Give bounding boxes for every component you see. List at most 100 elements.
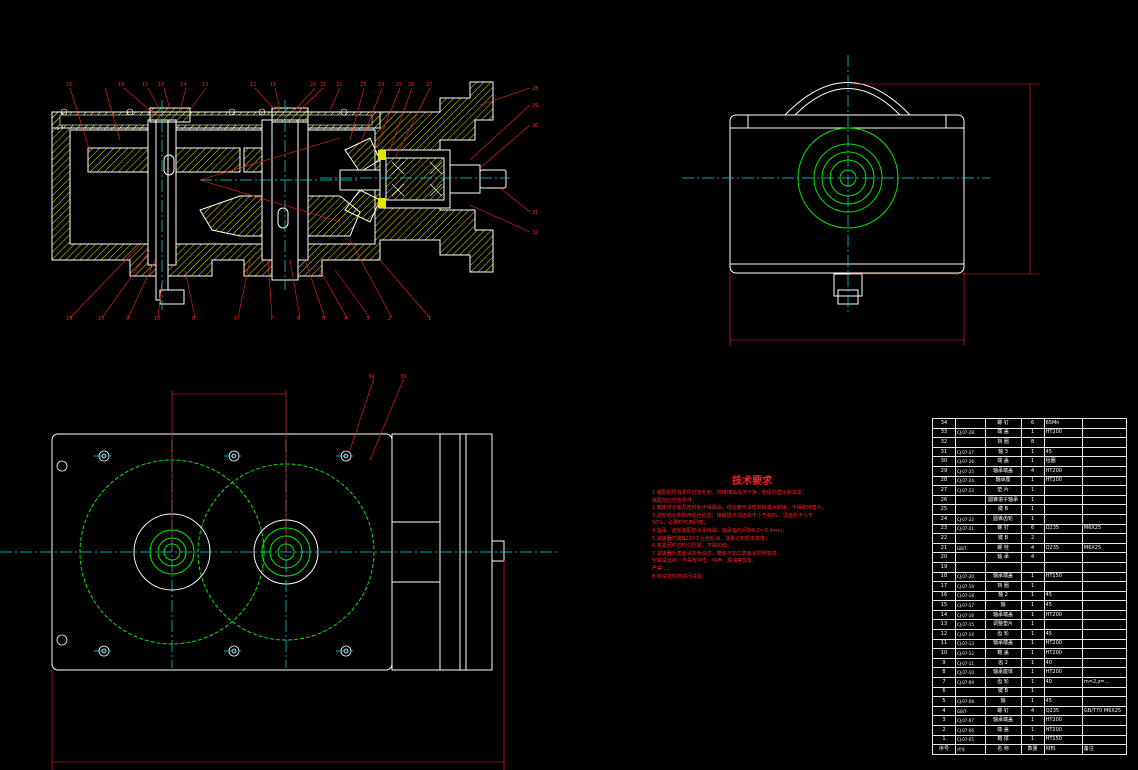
svg-text:28: 28 (532, 86, 538, 92)
bom-cell-no: 17 (932, 581, 956, 592)
bom-cell-qty: 1 (1020, 638, 1045, 650)
bom-cell-mat: 45 (1043, 696, 1083, 707)
bom-cell-code: GB/T- (954, 542, 986, 554)
bom-cell-mat (1043, 552, 1083, 563)
bom-cell-code: CJ-07-14 (954, 629, 986, 640)
svg-text:17: 17 (158, 82, 164, 88)
bom-cell-qty: 1 (1020, 629, 1045, 640)
bom-cell-qty: 1 (1020, 590, 1045, 602)
svg-text:18: 18 (118, 82, 124, 88)
bom-cell-mat: HT150 (1043, 734, 1083, 746)
bom-cell-note (1081, 648, 1128, 659)
bom-cell-qty: 1 (1020, 581, 1045, 592)
bom-cell-code (954, 504, 986, 515)
bom-cell-qty: 1 (1020, 446, 1045, 458)
bom-cell-qty: 4 (1020, 552, 1045, 563)
bom-cell-qty: 1 (1020, 696, 1045, 707)
bom-cell-name (984, 561, 1022, 573)
svg-text:13: 13 (202, 82, 208, 88)
bom-cell-note: M6X25 (1081, 542, 1128, 554)
bom-cell-name: 齿 轮 (984, 629, 1022, 640)
bom-cell-code: CJ-07-27 (954, 446, 986, 458)
bom-cell-no: 7 (932, 677, 956, 688)
bom-cell-mat: HT200 (1043, 667, 1083, 679)
bom-cell-no: 27 (932, 485, 956, 496)
bom-header-note: 备注 (1081, 744, 1128, 755)
bom-cell-mat: 40 (1043, 677, 1083, 688)
bom-cell-no: 20 (932, 552, 956, 563)
bom-cell-qty: 1 (1020, 456, 1045, 467)
bom-cell-name: 螺 钉 (984, 705, 1022, 717)
bom-cell-no: 25 (932, 504, 956, 515)
bom-cell-note (1081, 513, 1128, 525)
bom-cell-code: CJ-07-25 (954, 465, 986, 477)
bom-cell-note (1081, 715, 1128, 726)
bom-cell-code: CJ-07-08 (954, 696, 986, 707)
bom-cell-no: 8 (932, 667, 956, 679)
bom-cell-code: CJ-07-10 (954, 667, 986, 679)
bom-cell-qty: 1 (1020, 734, 1045, 746)
bom-cell-no: 18 (932, 571, 956, 583)
bom-cell-no: 2 (932, 725, 956, 736)
bom-cell-no: 15 (932, 600, 956, 611)
bom-cell-note (1081, 734, 1128, 746)
bom-cell-qty: 8 (1020, 437, 1045, 448)
bom-cell-name: 轴承端盖 (984, 715, 1022, 726)
bom-cell-mat: HT200 (1043, 725, 1083, 736)
bom-cell-qty: 1 (1020, 648, 1045, 659)
bom-cell-mat (1043, 494, 1083, 506)
bom-cell-name: 螺 钉 (984, 523, 1022, 535)
bom-cell-mat (1043, 533, 1083, 544)
bom-cell-no: 29 (932, 465, 956, 477)
bom-cell-mat: 45 (1043, 629, 1083, 640)
bom-cell-note (1081, 638, 1128, 650)
svg-text:3: 3 (366, 316, 369, 322)
svg-text:20: 20 (310, 82, 316, 88)
bom-cell-note: GB/T70 M6X25 (1081, 705, 1128, 717)
tech-line: 5.减速器内装N220工业齿轮油，油量达到规定高度； (652, 535, 771, 542)
svg-text:5: 5 (322, 316, 325, 322)
bom-cell-mat (1043, 581, 1083, 592)
bom-cell-no: 19 (932, 561, 956, 573)
bom-cell-name: 轴 (984, 696, 1022, 707)
bom-cell-name: 轴承座体 (984, 667, 1022, 679)
bom-cell-no: 5 (932, 696, 956, 707)
svg-text:32: 32 (532, 230, 538, 236)
bom-cell-qty: 2 (1020, 533, 1045, 544)
bom-cell-note (1081, 446, 1128, 458)
tech-line: 2.箱体结合面及密封处不得漏油，结合面可涂密封胶或水玻璃，不得使用垫片； (652, 505, 827, 512)
bom-cell-no: 11 (932, 638, 956, 650)
bom-row: 19 (932, 561, 1128, 573)
bom-cell-name: 挡 圈 (984, 437, 1022, 448)
bom-cell-no: 34 (932, 418, 956, 429)
bom-cell-note (1081, 725, 1128, 736)
bom-cell-name: 端 盖 (984, 725, 1022, 736)
bom-cell-code: CJ-07-05 (954, 734, 986, 746)
bom-cell-note (1081, 533, 1128, 544)
svg-text:16: 16 (66, 82, 72, 88)
bom-cell-name: 轴 3 (984, 446, 1022, 458)
svg-text:6: 6 (234, 316, 237, 322)
tech-line: 7.减速器外表面涂灰色油漆，箱体不加工表面涂防锈底漆， (652, 550, 782, 557)
svg-text:9: 9 (126, 316, 129, 322)
bom-cell-code: CJ-07-19 (954, 581, 986, 592)
bom-cell-mat: HT150 (1043, 571, 1083, 583)
svg-text:10: 10 (98, 316, 104, 322)
bom-cell-no: 21 (932, 542, 956, 554)
bom-cell-code: CJ-07-09 (954, 677, 986, 688)
bom-cell-mat: HT200 (1043, 427, 1083, 439)
svg-text:8: 8 (192, 316, 195, 322)
bom-header-row: 序号代号名 称数量材料备注 (932, 744, 1128, 755)
